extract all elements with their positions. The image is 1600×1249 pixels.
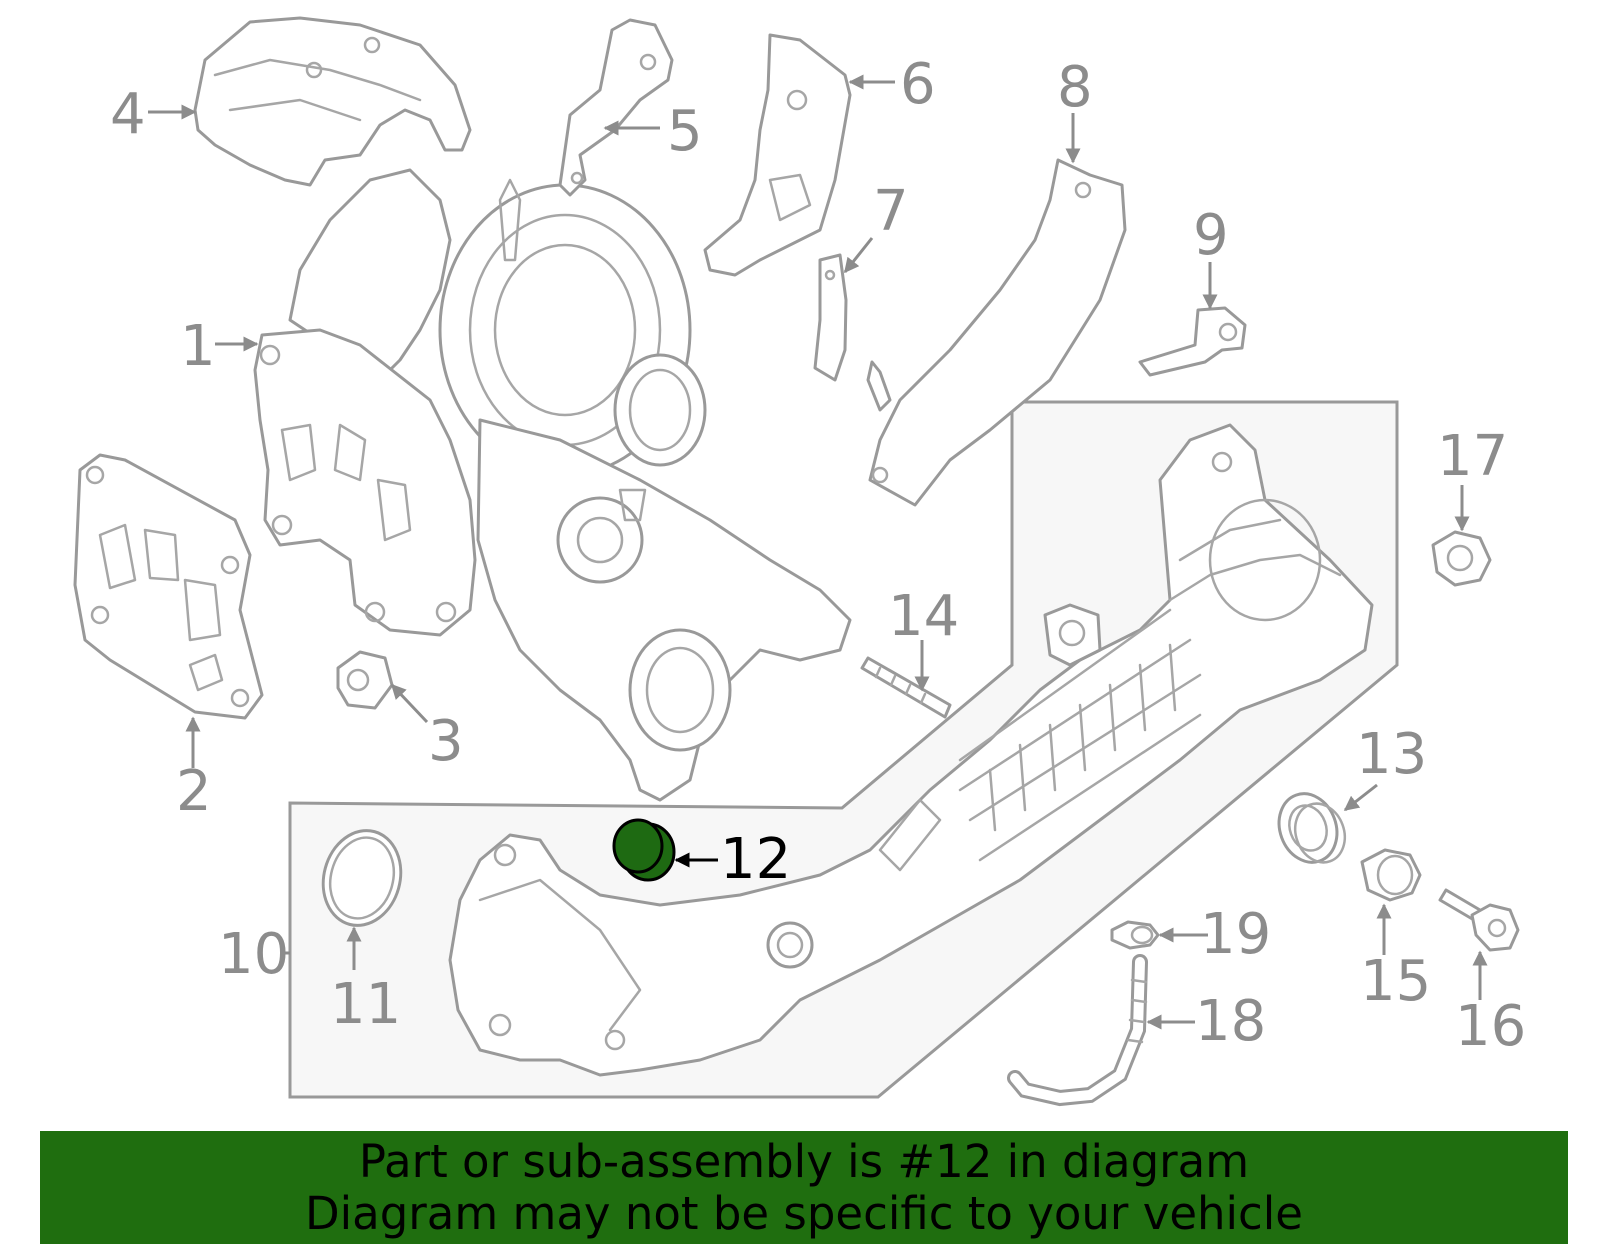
callout-4: 4 <box>110 82 146 147</box>
callout-9: 9 <box>1193 203 1229 268</box>
part-support-bracket-8 <box>866 158 1127 507</box>
callout-8: 8 <box>1057 55 1093 120</box>
part-info-banner: Part or sub-assembly is #12 in diagram D… <box>40 1131 1568 1244</box>
part-grommet-13 <box>1277 792 1347 864</box>
part-plate-7 <box>813 253 848 382</box>
banner-line-part-number: Part or sub-assembly is #12 in diagram <box>358 1134 1250 1188</box>
callout-13: 13 <box>1356 722 1427 787</box>
part-bolt-16 <box>1438 888 1520 952</box>
callout-7: 7 <box>873 179 909 244</box>
banner-line-disclaimer: Diagram may not be specific to your vehi… <box>305 1186 1303 1240</box>
part-bracket-9 <box>1138 306 1247 377</box>
part-shield-bracket-6 <box>703 33 852 277</box>
leader-lines <box>148 74 1488 1030</box>
part-egr-cooler <box>448 423 1374 1077</box>
callout-10: 10 <box>218 922 289 987</box>
part-clamp-19 <box>1110 920 1160 950</box>
part-bracket-5 <box>558 18 674 197</box>
callout-16: 16 <box>1455 994 1526 1059</box>
part-stud-14 <box>860 656 952 719</box>
part-hose-18 <box>1007 954 1148 1107</box>
part-seal-ring-11 <box>321 829 403 927</box>
callout-5: 5 <box>667 99 703 164</box>
callout-14: 14 <box>888 584 959 649</box>
callout-17: 17 <box>1437 424 1508 489</box>
part-nut-17 <box>1431 530 1492 587</box>
part-heat-shield <box>193 16 472 187</box>
part-gasket <box>73 453 264 720</box>
callout-18: 18 <box>1195 989 1266 1054</box>
callout-19: 19 <box>1200 902 1271 967</box>
callout-1: 1 <box>180 314 216 379</box>
callout-6: 6 <box>900 52 936 117</box>
callout-2: 2 <box>176 759 212 824</box>
part-nut-3 <box>336 650 394 710</box>
callout-11: 11 <box>330 972 401 1037</box>
part-plug-12-highlighted <box>612 818 676 882</box>
part-turbocharger <box>253 168 852 802</box>
part-bushing-15 <box>1360 848 1422 902</box>
callout-numbers: 1 2 3 4 5 6 7 8 9 10 11 12 13 14 15 16 1… <box>110 52 1526 1059</box>
callout-12: 12 <box>720 827 791 892</box>
callout-3: 3 <box>428 709 464 774</box>
callout-15: 15 <box>1360 949 1431 1014</box>
